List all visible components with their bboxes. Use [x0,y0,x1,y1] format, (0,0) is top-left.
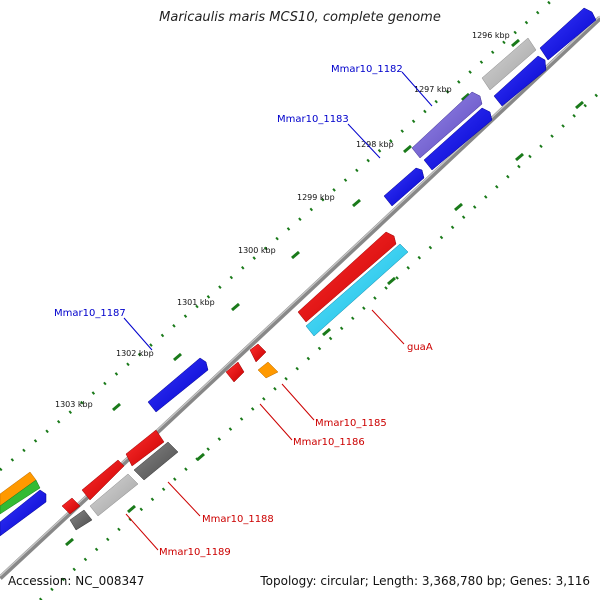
major-tick [511,38,520,48]
major-tick [112,402,121,412]
gene-arrow-mmar10-1182[interactable] [411,91,483,159]
gene-arrow-mmar10-1188c[interactable] [133,441,179,481]
gene-label-guaA[interactable]: guaA [407,342,433,353]
tick-labels: 1296 kbp 1297 kbp 1298 kbp 1299 kbp 1300… [55,31,510,409]
major-tick [173,352,182,362]
gene-labels: Mmar10_1182 Mmar10_1183 Mmar10_1187 guaA… [54,64,433,558]
leader-line-mmar10-1185 [281,383,315,421]
gene-label-mmar10-1189[interactable]: Mmar10_1189 [159,547,231,558]
gene-arrow-blue-2[interactable] [493,55,547,107]
major-tick [127,504,136,514]
gene-label-mmar10-1187[interactable]: Mmar10_1187 [54,308,126,319]
gene-arrow-mmar10-1189[interactable] [61,497,81,515]
tick-label: 1299 kbp [297,193,335,202]
gene-arrow-mmar10-1185[interactable] [257,361,279,379]
accession-text: Accession: NC_008347 [8,574,145,588]
leader-lines [123,71,433,551]
leader-line-mmar10-1188 [167,481,201,517]
major-tick [196,452,205,462]
gene-label-mmar10-1186[interactable]: Mmar10_1186 [293,437,365,448]
leader-line-mmar10-1183 [347,123,381,159]
map-title: Maricaulis maris MCS10, complete genome [159,10,441,25]
leader-line-mmar10-1186 [259,403,293,441]
major-tick [403,144,412,154]
tick-label: 1303 kbp [55,400,93,409]
gene-arrow-mmar10-1188b[interactable] [125,429,165,467]
gene-arrow-green-left[interactable] [0,479,41,515]
gene-arrow-mmar10-1186[interactable] [225,361,245,383]
leader-line-guaA [371,309,405,345]
gene-arrow-mmar10-1183[interactable] [423,107,493,171]
major-tick [575,100,584,110]
major-tick [322,327,331,337]
major-tick [65,537,74,547]
leader-line-mmar10-1187 [123,317,153,351]
major-tick [231,302,240,312]
forward-genes [0,7,597,537]
reverse-genes [61,231,409,531]
genome-backbone-highlight [0,15,600,577]
major-tick [461,92,470,102]
gene-arrow-mmar10-1188a[interactable] [81,459,125,501]
gene-arrow-blue-left[interactable] [0,489,47,537]
gene-label-mmar10-1182[interactable]: Mmar10_1182 [331,64,403,75]
gene-arrow-pseudo-top[interactable] [481,37,537,91]
major-tick [291,250,300,260]
major-ticks [65,38,584,547]
inner-tick-ring [39,90,600,600]
tick-label: 1302 kbp [116,349,154,358]
gene-arrow-blue-3[interactable] [383,167,425,207]
major-tick [387,276,396,286]
gene-arrow-mmar10-1187[interactable] [147,357,209,413]
gene-label-mmar10-1185[interactable]: Mmar10_1185 [315,418,387,429]
major-tick [454,202,463,212]
gene-label-mmar10-1188[interactable]: Mmar10_1188 [202,514,274,525]
major-tick [515,152,524,162]
tick-label: 1298 kbp [356,140,394,149]
gene-label-mmar10-1183[interactable]: Mmar10_1183 [277,114,349,125]
genome-stats-text: Topology: circular; Length: 3,368,780 bp… [260,574,590,588]
tick-label: 1297 kbp [414,85,452,94]
gene-arrow-guaA[interactable] [305,243,409,337]
leader-line-mmar10-1182 [401,71,433,107]
tick-label: 1301 kbp [177,298,215,307]
tick-label: 1296 kbp [472,31,510,40]
gene-arrow-red-small[interactable] [249,343,267,363]
leader-line-mmar10-1189 [125,513,159,551]
genome-backbone [0,16,600,580]
tick-label: 1300 kbp [238,246,276,255]
gene-arrow-top-right[interactable] [539,7,597,61]
gene-arrow-pseudo-bottom[interactable] [89,473,139,517]
gene-arrow-reverse-1[interactable] [297,231,397,323]
major-tick [352,198,361,208]
gene-arrow-dark-small[interactable] [69,509,93,531]
